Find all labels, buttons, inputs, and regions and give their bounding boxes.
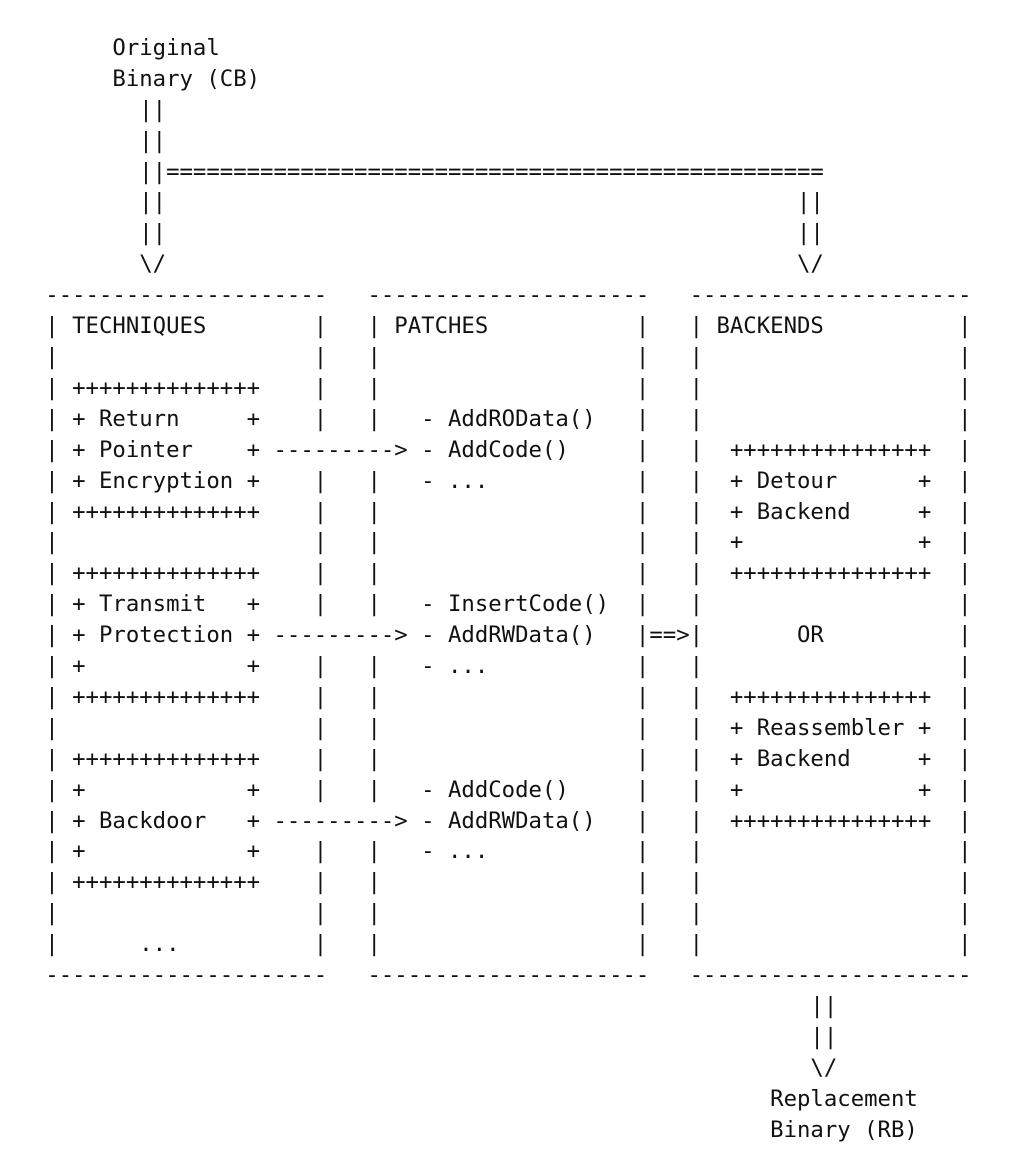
architecture-ascii-diagram: Original Binary (CB) || || ||===========… bbox=[45, 34, 972, 1143]
